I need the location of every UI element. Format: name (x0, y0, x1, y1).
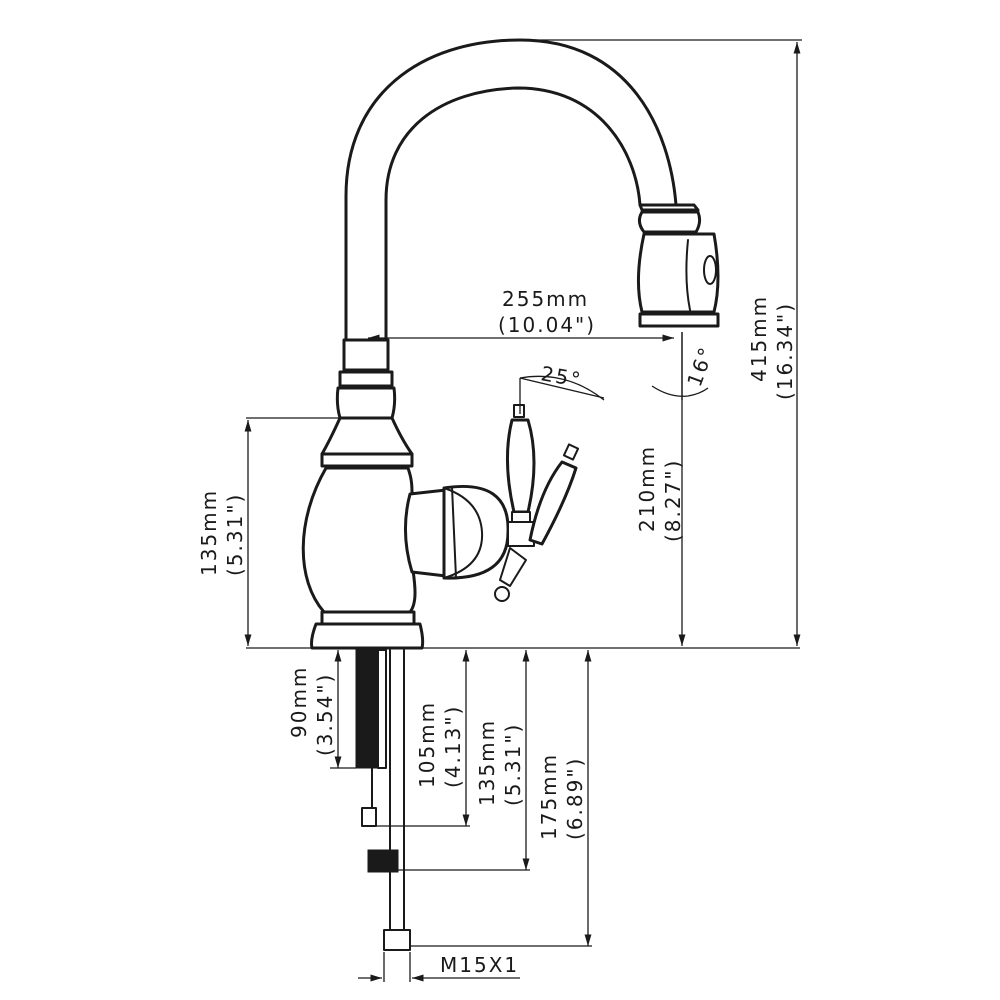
handle-lever-closed (506, 404, 536, 547)
body-neck (320, 416, 414, 456)
below-deck-2-metric-label: 135mm (475, 719, 499, 806)
below-deck-2-imperial-label: (5.31") (501, 723, 525, 806)
total-height-metric-label: 415mm (747, 295, 771, 382)
spout-height-imperial-label: (8.27") (661, 459, 685, 542)
body-bulb (301, 466, 417, 614)
connector-thread-label: M15X1 (440, 953, 519, 977)
spray-angle-label: 16° (682, 343, 719, 390)
reach-metric-label: 255mm (502, 287, 589, 311)
spray-head (636, 203, 720, 328)
dimension-lines (244, 39, 802, 982)
body-ring-top (320, 452, 414, 468)
body-height-metric-label: 135mm (197, 489, 221, 576)
below-deck-1-metric-label: 105mm (415, 701, 439, 788)
handle-lever-open (494, 443, 580, 602)
spout-inner (384, 86, 642, 342)
spout-outer (344, 38, 678, 342)
below-deck-1-imperial-label: (4.13") (441, 705, 465, 788)
below-deck-3-metric-label: 175mm (537, 753, 561, 840)
dimension-labels: 255mm (10.04") 415mm (16.34") 210mm (8.2… (197, 287, 797, 977)
spout-collar (335, 338, 397, 420)
spout-height-metric-label: 210mm (635, 445, 659, 532)
body-base (320, 610, 416, 626)
handle-boss (403, 484, 510, 580)
reach-imperial-label: (10.04") (498, 313, 596, 337)
handle-angle-label: 25° (539, 361, 584, 392)
body-height-imperial-label: (5.31") (223, 493, 247, 576)
below-deck-3-imperial-label: (6.89") (563, 757, 587, 840)
shank-metric-label: 90mm (287, 666, 311, 738)
total-height-imperial-label: (16.34") (773, 302, 797, 400)
mounting-shank (355, 649, 411, 951)
faucet-outline (301, 38, 720, 951)
shank-imperial-label: (3.54") (313, 673, 337, 756)
